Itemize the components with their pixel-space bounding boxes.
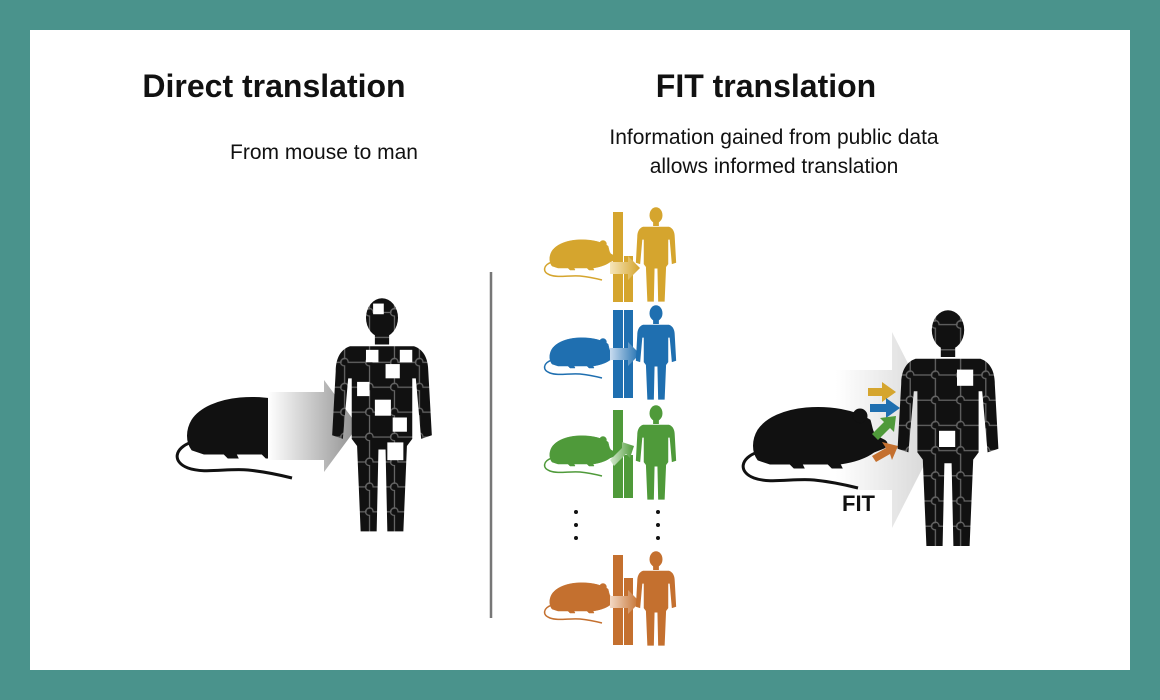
orange-arrow-icon: [610, 590, 640, 614]
blue-human-icon: [635, 305, 677, 400]
fit-puzzle-human-icon: [897, 310, 999, 546]
figure-graphics: [175, 207, 999, 646]
fit-arrow-orange: [872, 442, 898, 462]
blue-mouse-icon: [543, 337, 618, 379]
orange-mouse-icon: [543, 582, 618, 624]
orange-human-icon: [635, 551, 677, 646]
fit-translation-subtitle: Information gained from public data allo…: [554, 123, 994, 181]
row-orange: [543, 551, 677, 646]
direct-puzzle-human-icon: [332, 298, 432, 532]
fit-arrow-green: [872, 416, 896, 440]
fit-subtitle-line-2: allows informed translation: [649, 155, 899, 178]
green-arrow-icon: [610, 442, 634, 466]
row-green: [543, 405, 677, 500]
green-human-icon: [635, 405, 677, 500]
direct-translation-subtitle: From mouse to man: [230, 141, 418, 164]
row-yellow: [543, 207, 677, 302]
blue-arrow-icon: [610, 342, 640, 366]
fit-subtitle-line-1: Information gained from public data: [609, 126, 939, 149]
ellipsis-left: [574, 510, 578, 540]
row-blue: [543, 305, 677, 400]
yellow-mouse-icon: [543, 239, 618, 281]
green-mouse-icon: [543, 435, 618, 477]
yellow-arrow-icon: [610, 256, 640, 280]
fit-translation-title: FIT translation: [655, 68, 877, 104]
fit-arrow-yellow: [868, 382, 896, 402]
figure-panel: Direct translation From mouse to man FIT…: [30, 30, 1130, 670]
direct-translation-title: Direct translation: [142, 68, 406, 104]
ellipsis-right: [656, 510, 660, 540]
fit-arrow-blue: [870, 398, 900, 418]
fit-label: FIT: [842, 491, 875, 516]
yellow-human-icon: [635, 207, 677, 302]
